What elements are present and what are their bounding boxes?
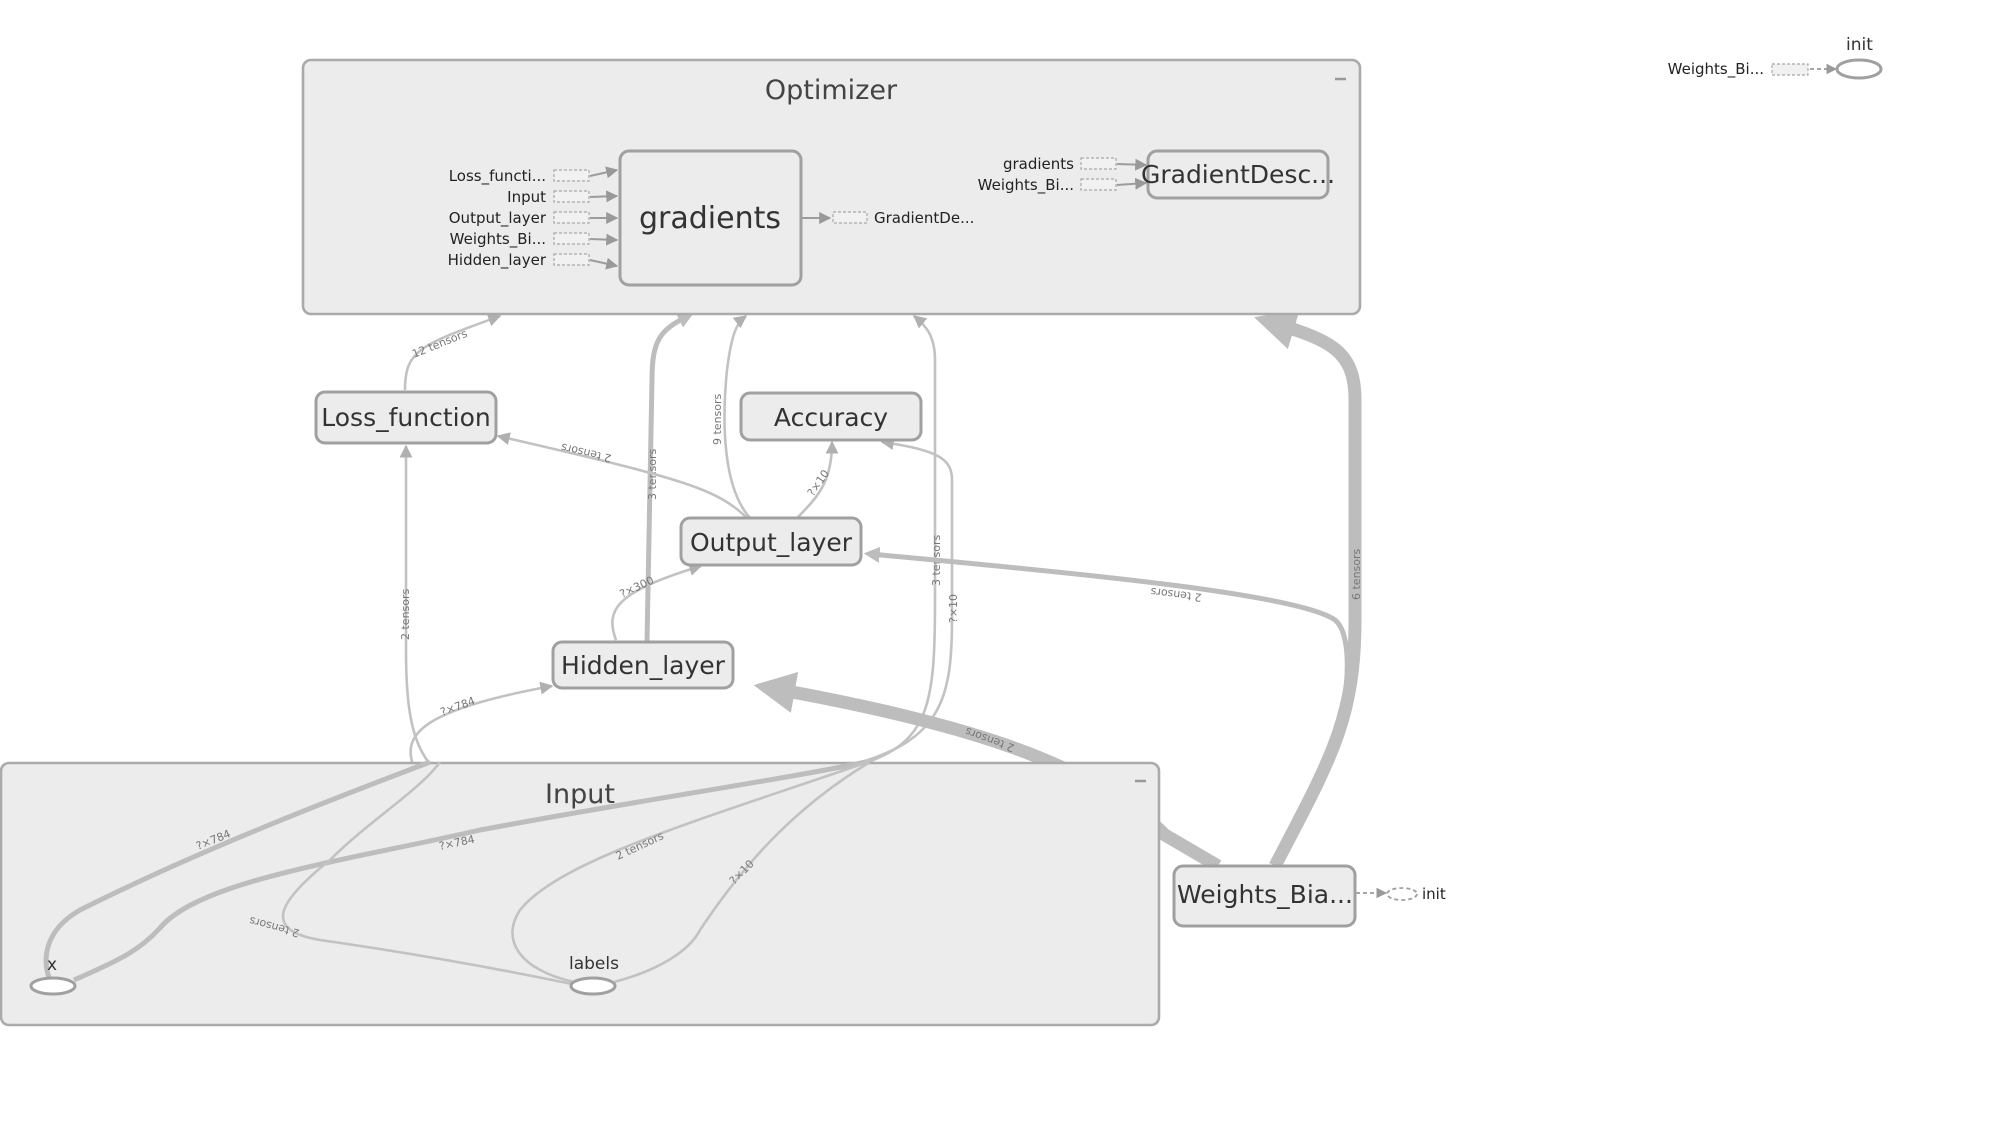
- gradients-output-label: GradientDe...: [874, 209, 974, 227]
- edge-label-weights-to-optimizer: 6 tensors: [1350, 548, 1363, 600]
- weights-biases-box[interactable]: [1172, 864, 1357, 928]
- edge-input-to-accuracy: [854, 437, 954, 766]
- edge-loss-to-optimizer: [403, 313, 502, 391]
- port-arrow: [589, 166, 619, 179]
- edge-hidden-to-output: [611, 563, 703, 641]
- edge-labels-out-c: [613, 760, 871, 984]
- edge-output-to-optimizer: [723, 314, 753, 521]
- port-stub: [553, 169, 590, 182]
- port-arrow: [589, 190, 619, 203]
- gradients-label: gradients: [639, 201, 781, 236]
- edge-input-to-hidden: [409, 681, 554, 763]
- edge-weights-to-optimizer: [1254, 309, 1362, 869]
- edge-input-to-optimizer: [867, 314, 937, 764]
- init-panel: init Weights_Bi...: [1668, 35, 1883, 80]
- gradient-descent-label: GradientDesc...: [1141, 160, 1335, 189]
- init-input-label: Weights_Bi...: [1668, 60, 1764, 79]
- port-label-output-layer: Output_layer: [449, 209, 547, 228]
- gd-port-label-weights-biases: Weights_Bi...: [978, 176, 1074, 195]
- port-stub: [553, 211, 590, 224]
- edge-label-weights-to-hidden: 2 tensors: [963, 725, 1016, 755]
- port-arrow: [589, 257, 619, 270]
- edge-hidden-to-optimizer: [644, 313, 694, 643]
- edge-output-to-loss: [496, 432, 751, 522]
- port-stub: [1080, 178, 1117, 191]
- edge-x-out-a: [43, 759, 431, 987]
- optimizer-title: Optimizer: [765, 75, 898, 106]
- accuracy-box[interactable]: [739, 391, 923, 442]
- edge-label-output-to-accuracy: ?×10: [805, 467, 832, 498]
- hidden-layer-box[interactable]: [551, 640, 735, 690]
- x-label: x: [47, 955, 57, 975]
- port-label-hidden-layer: Hidden_layer: [448, 251, 547, 270]
- accuracy-node[interactable]: Accuracy: [739, 391, 923, 442]
- input-group[interactable]: Input ?×784 ?×784 2 tensors 2 tensors ?×…: [0, 759, 1161, 1027]
- edge-label-input-to-hidden: ?×784: [439, 694, 477, 719]
- weights-init-node[interactable]: [1386, 887, 1418, 901]
- labels-node[interactable]: [569, 976, 617, 996]
- input-box[interactable]: [0, 761, 1161, 1027]
- gradients-node[interactable]: gradients: [618, 149, 803, 287]
- edge-labels-out-b: [511, 760, 869, 984]
- init-node[interactable]: [1835, 58, 1883, 80]
- input-title: Input: [545, 779, 615, 810]
- hidden-layer-label: Hidden_layer: [561, 651, 726, 680]
- port-label-loss-function: Loss_functi...: [449, 167, 546, 186]
- edge-label-loss-to-optimizer: 12 tensors: [410, 327, 469, 361]
- port-stub: [553, 253, 590, 266]
- accuracy-label: Accuracy: [774, 403, 888, 432]
- hidden-layer-node[interactable]: Hidden_layer: [551, 640, 735, 690]
- output-layer-box[interactable]: [679, 516, 863, 567]
- port-arrow: [1116, 177, 1148, 190]
- edge-label-weights-to-output: 2 tensors: [1150, 585, 1203, 604]
- port-stub: [1080, 157, 1117, 170]
- port-stub: [553, 190, 590, 203]
- edge-output-to-accuracy: [796, 440, 839, 519]
- output-layer-label: Output_layer: [690, 528, 853, 557]
- gradients-box[interactable]: [618, 149, 803, 287]
- loss-function-box[interactable]: [314, 390, 498, 445]
- port-arrow: [589, 233, 619, 246]
- gradient-descent-box[interactable]: [1146, 149, 1330, 200]
- gradients-output-stub: [832, 211, 868, 224]
- optimizer-group[interactable]: Optimizer Loss_functi... Input Output_la…: [301, 58, 1362, 316]
- edge-label-input-to-loss: 2 tensors: [399, 588, 412, 640]
- optimizer-box[interactable]: [301, 58, 1362, 316]
- loss-function-node[interactable]: Loss_function: [314, 390, 498, 445]
- edge-x-out-b: [73, 759, 867, 983]
- x-node[interactable]: [29, 976, 77, 996]
- port-arrow: [1116, 158, 1148, 171]
- gd-port-label-gradients: gradients: [1003, 155, 1074, 173]
- loss-function-label: Loss_function: [321, 403, 490, 432]
- edge-label-output-to-optimizer: 9 tensors: [711, 393, 724, 445]
- port-stub: [553, 232, 590, 245]
- output-layer-node[interactable]: Output_layer: [679, 516, 863, 567]
- port-label-weights-biases: Weights_Bi...: [450, 230, 546, 249]
- gradients-input-ports: Loss_functi... Input Output_layer Weight…: [448, 166, 619, 270]
- port-label-input: Input: [507, 188, 546, 206]
- gradient-descent-node[interactable]: GradientDesc...: [1141, 149, 1335, 200]
- labels-label: labels: [569, 954, 619, 974]
- init-title: init: [1846, 35, 1873, 55]
- edge-label-input-to-accuracy: ?×10: [947, 594, 960, 623]
- weights-biases-node[interactable]: Weights_Bia...: [1172, 864, 1357, 928]
- init-input-stub: [1771, 63, 1809, 76]
- edge-weights-to-output: [863, 546, 1350, 868]
- weights-init-label: init: [1422, 885, 1446, 903]
- edge-input-to-loss: [399, 444, 431, 765]
- weights-biases-label: Weights_Bia...: [1177, 880, 1353, 909]
- edge-labels-out-a: [281, 761, 573, 986]
- edge-label-output-to-loss: 2 tensors: [560, 440, 613, 464]
